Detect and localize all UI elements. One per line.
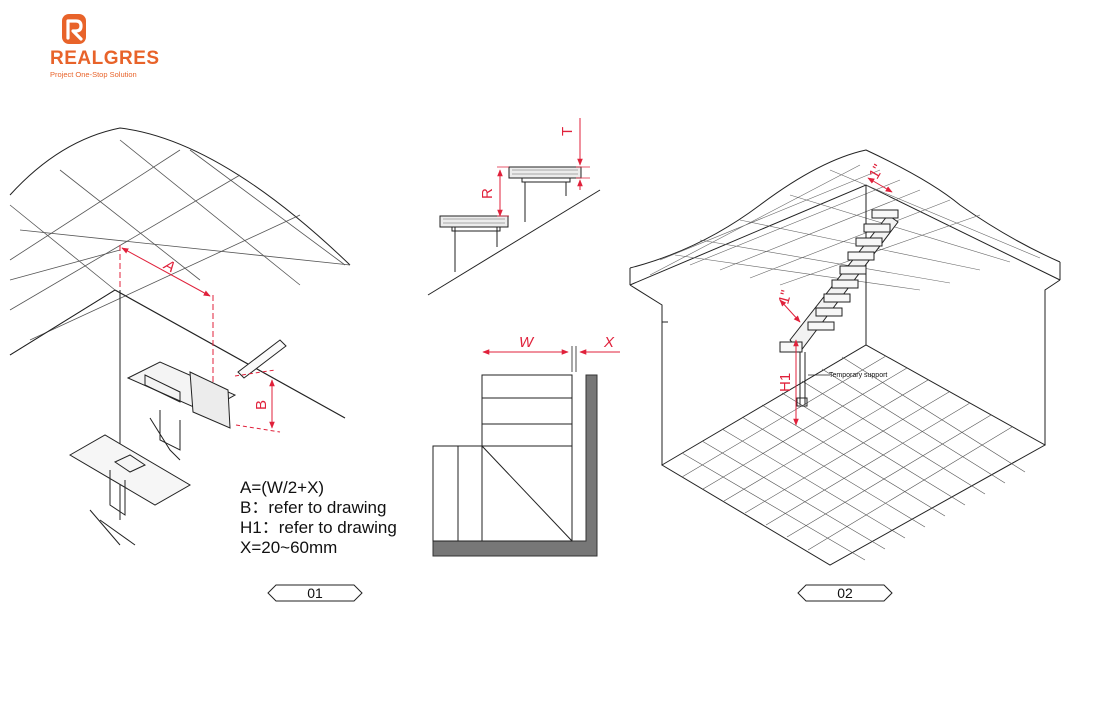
formula-line-b: B：refer to drawing xyxy=(240,498,387,517)
panel-plan-view xyxy=(432,346,620,557)
panel-02-drawing xyxy=(629,149,1061,566)
formula-line-a: A=(W/2+X) xyxy=(240,478,325,497)
brand-tagline: Project One-Stop Solution xyxy=(50,70,137,79)
reference-02-text: 02 xyxy=(837,585,853,601)
logo-mark-icon xyxy=(62,14,86,44)
reference-tag-01: 01 xyxy=(267,584,363,602)
dim-b-label: B xyxy=(253,400,270,410)
reference-tag-02: 02 xyxy=(797,584,893,602)
dim-1-mid-label: 1" xyxy=(775,288,795,306)
dim-r-label: R xyxy=(479,188,496,199)
dim-x-label: X xyxy=(603,334,615,351)
temporary-support-label: Temporary support xyxy=(829,372,887,379)
dim-a-label: A xyxy=(160,256,178,276)
dim-w-label: W xyxy=(519,334,535,351)
formula-line-x: X=20~60mm xyxy=(240,538,338,557)
dim-h1-label: H1 xyxy=(777,373,794,392)
formula-line-h1: H1：refer to drawing xyxy=(240,518,397,537)
dim-t-label: T xyxy=(559,127,576,136)
panel-01-drawing xyxy=(9,127,351,546)
panel-stair-profile xyxy=(427,118,601,296)
brand-name: REALGRES xyxy=(50,48,160,69)
brand-logo: REALGRES Project One-Stop Solution xyxy=(48,12,159,82)
reference-01-text: 01 xyxy=(307,585,323,601)
formula-notes: A=(W/2+X) B：refer to drawing H1：refer to… xyxy=(240,478,397,558)
